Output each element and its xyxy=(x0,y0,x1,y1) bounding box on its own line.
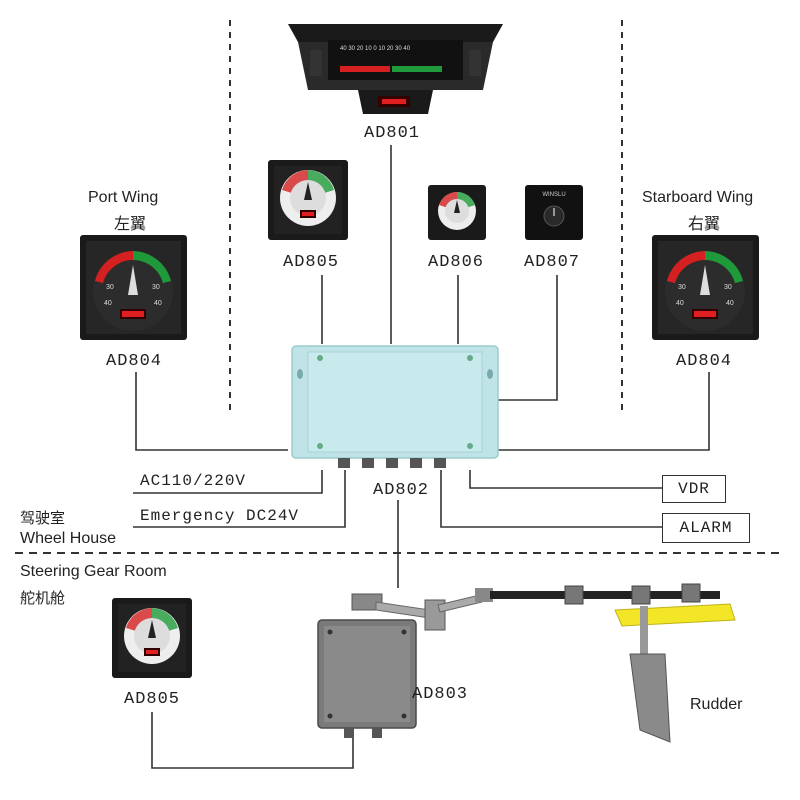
ad806-label: AD806 xyxy=(428,253,485,272)
ad806-gauge xyxy=(428,185,486,240)
rudder-label: Rudder xyxy=(690,696,743,713)
ad804-starboard-label: AD804 xyxy=(676,352,733,371)
ad804-port-label: AD804 xyxy=(106,352,163,371)
svg-text:40: 40 xyxy=(154,300,162,307)
starboard-wing-label: Starboard Wing xyxy=(642,189,754,206)
svg-text:40: 40 xyxy=(726,300,734,307)
power-dc-label: Emergency DC24V xyxy=(140,507,300,525)
svg-text:40: 40 xyxy=(104,300,112,307)
alarm-box: ALARM xyxy=(662,513,750,543)
ad805-bottom-gauge xyxy=(112,598,192,678)
ad801-overhead-indicator: 40 30 20 10 0 10 20 30 40 xyxy=(288,24,503,114)
port-wing-label: Port Wing xyxy=(88,189,159,206)
ad802-junction-box xyxy=(291,345,499,468)
svg-text:30: 30 xyxy=(152,284,160,291)
ad805-bottom-label: AD805 xyxy=(124,690,181,709)
svg-text:40: 40 xyxy=(676,300,684,307)
ad807-label: AD807 xyxy=(524,253,581,272)
ad807-knob-panel: WINSLU xyxy=(525,185,583,240)
ad805-top-gauge xyxy=(268,160,348,240)
wheelhouse-cn-label: 驾驶室 xyxy=(20,510,66,527)
ad804-starboard-gauge: 30 40 30 40 xyxy=(652,235,759,340)
port-wing-cn-label: 左翼 xyxy=(114,216,147,233)
gear-room-cn-label: 舵机舱 xyxy=(20,590,66,607)
svg-text:30: 30 xyxy=(678,284,686,291)
ad805-top-label: AD805 xyxy=(283,253,340,272)
ad802-label: AD802 xyxy=(373,481,430,500)
svg-text:30: 30 xyxy=(106,284,114,291)
vdr-box: VDR xyxy=(662,475,726,503)
ad803-feedback-unit xyxy=(317,583,736,743)
wheelhouse-label: Wheel House xyxy=(20,530,117,547)
svg-text:30: 30 xyxy=(724,284,732,291)
gear-room-label: Steering Gear Room xyxy=(20,563,167,580)
ad804-port-gauge: 30 40 30 40 xyxy=(80,235,187,340)
svg-text:40 30 20 10 0 10 20 30 40: 40 30 20 10 0 10 20 30 40 xyxy=(340,46,411,52)
starboard-wing-cn-label: 右翼 xyxy=(688,216,721,233)
power-ac-label: AC110/220V xyxy=(140,472,247,490)
ad801-label: AD801 xyxy=(364,124,421,143)
ad807-brand: WINSLU xyxy=(542,192,565,198)
ad803-label: AD803 xyxy=(412,685,469,704)
